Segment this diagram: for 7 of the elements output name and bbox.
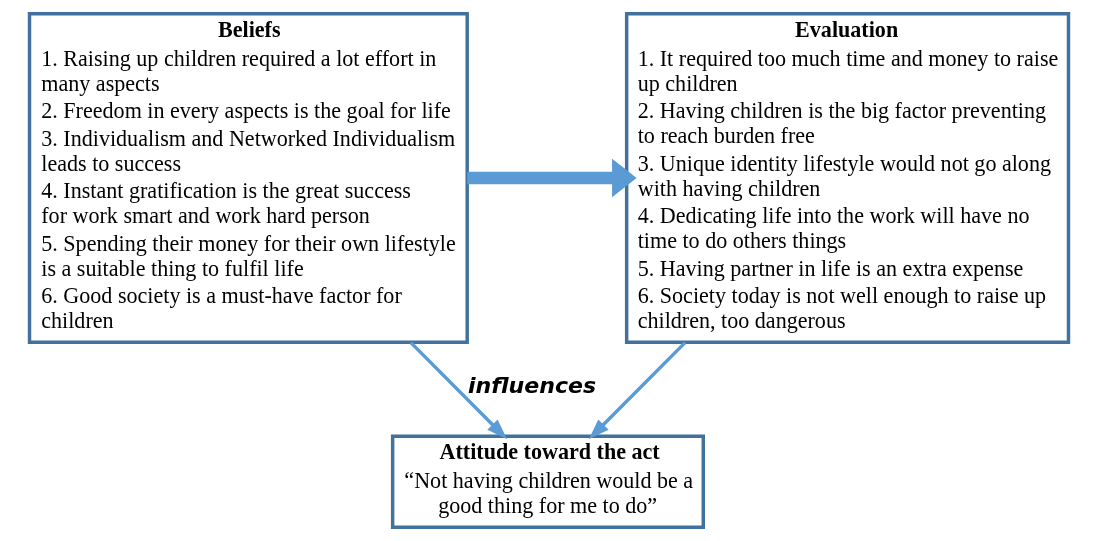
node-box: Evaluation 1. It required too much time and money to raise up children 2. Having children is the big factor preventing to reach burden free 3. Unique identity lifestyle would not go along with having children 4. Dedicating life into the work will have no time to do others things 5. Having partner in life is an extra expense 6. Society today is not well enough to raise up children, too dangerous — [624, 11, 1070, 344]
arrow — [409, 341, 507, 440]
edge-label: influences — [467, 372, 596, 399]
node-box: Beliefs 1. Raising up children required a lot effort in many aspects 2. Freedom in every aspects is the goal for life 3. Individualism and Networked Individualism leads to success 4. Instant gratification is the great success for work smart and work hard person 5. Spending their money for their own lifestyle is a suitable thing to fulfil life 6. Good society is a must-have factor for children — [27, 11, 469, 344]
arrow — [588, 341, 686, 440]
node-box: Attitude toward the act “Not having children would be a good thing for me to do” — [390, 434, 705, 530]
arrow — [466, 158, 637, 198]
